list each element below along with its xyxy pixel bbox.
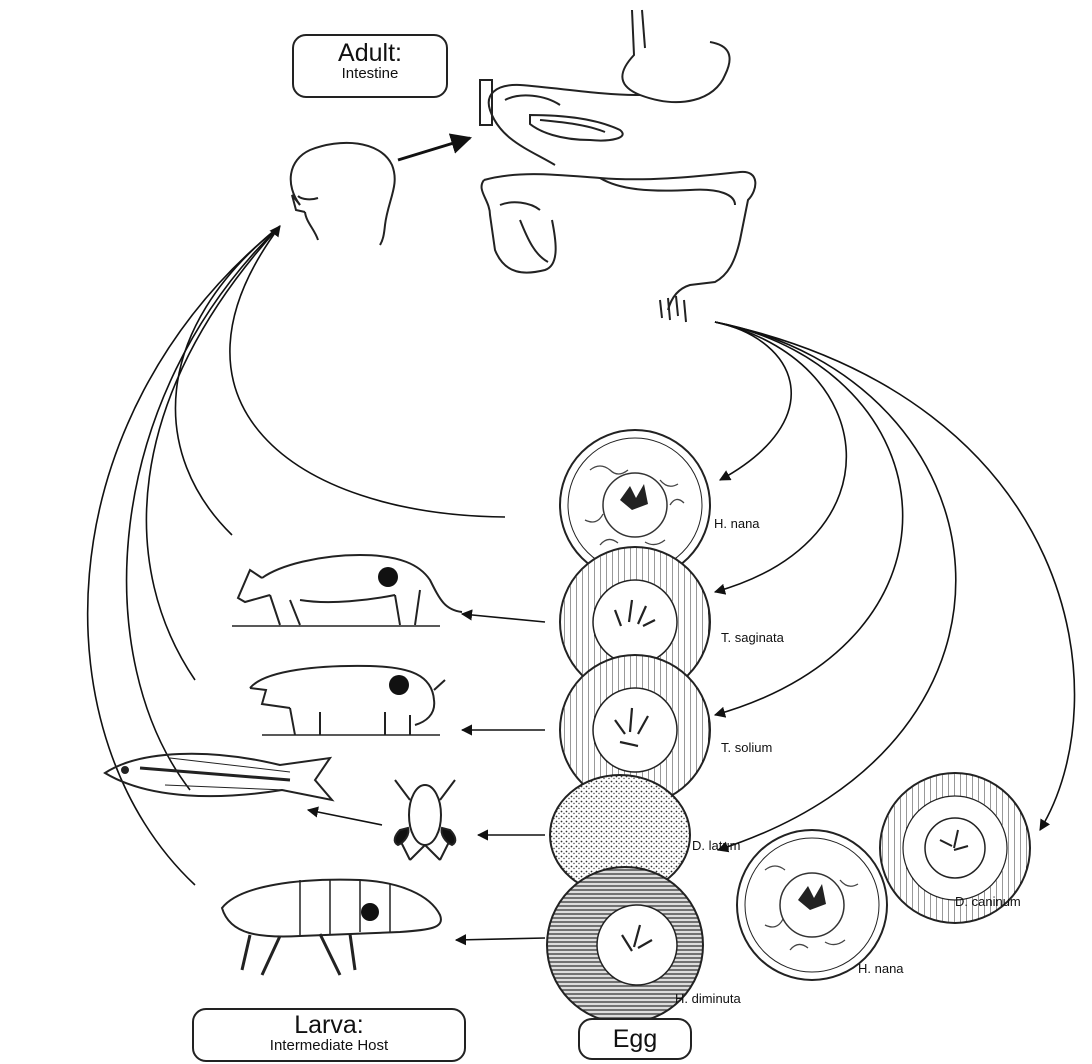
egg-label-h-nana-1: H. nana xyxy=(714,516,760,531)
egg-label-t-saginata: T. saginata xyxy=(721,630,785,645)
egg-h-nana-2 xyxy=(737,830,887,980)
human-head-icon xyxy=(291,143,395,245)
egg-label-t-solium: T. solium xyxy=(721,740,772,755)
return-curves xyxy=(88,226,505,885)
head-to-intestine-arrow xyxy=(398,138,470,160)
larva-intermediate-host-box: Larva: Intermediate Host xyxy=(192,1008,466,1062)
fish-icon xyxy=(105,754,332,800)
adult-subtitle: Intestine xyxy=(294,66,446,82)
larva-subtitle: Intermediate Host xyxy=(194,1038,464,1054)
egg-label-d-caninum: D. caninum xyxy=(955,894,1021,909)
egg-label-h-diminuta: H. diminuta xyxy=(675,991,742,1006)
intestine-tract-icon xyxy=(480,10,755,322)
egg-to-host-arrows xyxy=(308,614,545,940)
adult-title: Adult: xyxy=(294,40,446,66)
egg-release-curves xyxy=(715,322,1075,850)
egg-title: Egg xyxy=(613,1025,657,1053)
adult-intestine-box: Adult: Intestine xyxy=(292,34,448,98)
larva-title: Larva: xyxy=(194,1012,464,1038)
egg-label-h-nana-2: H. nana xyxy=(858,961,904,976)
flea-icon xyxy=(222,880,441,975)
cow-icon xyxy=(232,555,462,626)
pig-icon xyxy=(250,666,445,735)
copepod-icon xyxy=(395,780,456,860)
egg-label-d-latum: D. latum xyxy=(692,838,740,853)
egg-box: Egg xyxy=(578,1018,692,1060)
